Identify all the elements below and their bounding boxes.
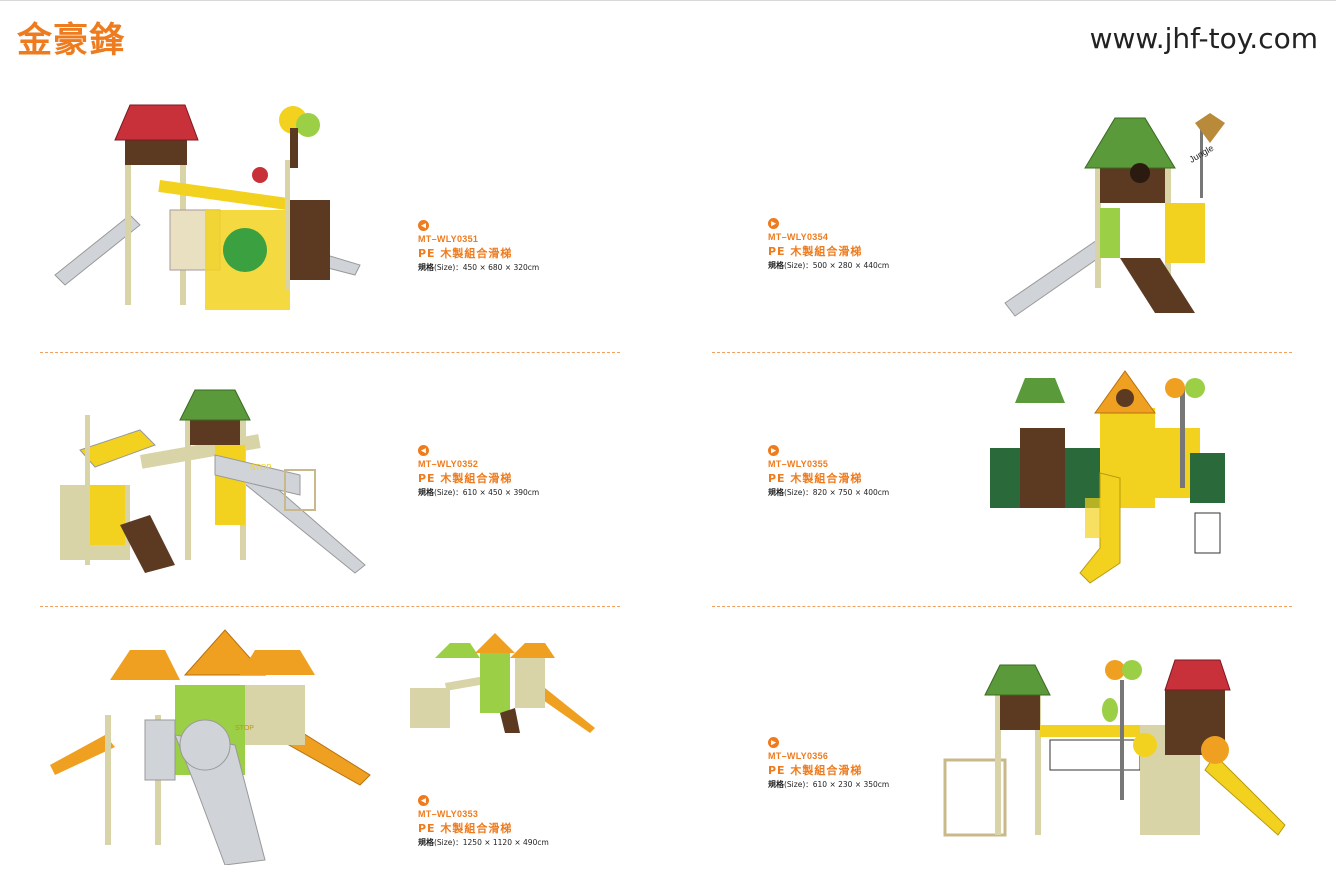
product-label-0356: ▸ MT–WLY0356 PE 木製組合滑梯 規格(Size)：610 × 23…: [768, 737, 889, 790]
row-divider: [712, 352, 1292, 353]
product-image-0356: [943, 659, 1286, 837]
product-label-0352: ◂ MT–WLY0352 PE 木製組合滑梯 規格(Size)：610 × 45…: [418, 445, 539, 498]
product-image-0352: STOP: [60, 389, 366, 574]
product-code: MT–WLY0355: [768, 459, 829, 469]
arrow-left-icon: ◂: [418, 220, 429, 231]
brand-logo: 金豪鋒: [17, 21, 126, 61]
product-image-0355: [990, 370, 1225, 584]
product-title: PE 木製組合滑梯: [768, 472, 863, 485]
top-border: [0, 0, 1336, 1]
product-title: PE 木製組合滑梯: [768, 764, 863, 777]
product-label-0353: ◂ MT–WLY0353 PE 木製組合滑梯 規格(Size)：1250 × 1…: [418, 795, 549, 848]
product-label-0354: ▸ MT–WLY0354 PE 木製組合滑梯 規格(Size)：500 × 28…: [768, 218, 889, 271]
product-size: 規格(Size)：610 × 450 × 390cm: [418, 488, 540, 497]
arrow-right-icon: ▸: [768, 445, 779, 456]
arrow-left-icon: ◂: [418, 445, 429, 456]
product-label-0355: ▸ MT–WLY0355 PE 木製組合滑梯 規格(Size)：820 × 75…: [768, 445, 889, 498]
row-divider: [712, 606, 1292, 607]
product-title: PE 木製組合滑梯: [418, 822, 513, 835]
product-title: PE 木製組合滑梯: [418, 472, 513, 485]
product-image-0351: [54, 104, 361, 310]
row-divider: [40, 606, 620, 607]
product-size: 規格(Size)：500 × 280 × 440cm: [768, 261, 890, 270]
stop-sign: STOP: [250, 463, 272, 472]
product-title: PE 木製組合滑梯: [768, 245, 863, 258]
product-size: 規格(Size)：820 × 750 × 400cm: [768, 488, 890, 497]
arrow-right-icon: ▸: [768, 218, 779, 229]
product-code: MT–WLY0354: [768, 232, 829, 242]
product-size: 規格(Size)：1250 × 1120 × 490cm: [418, 838, 549, 847]
product-code: MT–WLY0353: [418, 809, 479, 819]
stop-sign: STOP: [235, 725, 254, 732]
product-image-0353: STOP: [50, 629, 371, 865]
product-code: MT–WLY0356: [768, 751, 829, 761]
row-divider: [40, 352, 620, 353]
arrow-left-icon: ◂: [418, 795, 429, 806]
product-image-0353-alt: [410, 633, 595, 733]
arrow-right-icon: ▸: [768, 737, 779, 748]
product-code: MT–WLY0351: [418, 234, 479, 244]
product-label-0351: ◂ MT–WLY0351 PE 木製組合滑梯 規格(Size)：450 × 68…: [418, 220, 539, 273]
product-title: PE 木製組合滑梯: [418, 247, 513, 260]
product-code: MT–WLY0352: [418, 459, 479, 469]
product-size: 規格(Size)：450 × 680 × 320cm: [418, 263, 540, 272]
website-url[interactable]: www.jhf-toy.com: [1089, 22, 1318, 55]
product-size: 規格(Size)：610 × 230 × 350cm: [768, 780, 890, 789]
product-image-0354: Jungle: [1004, 113, 1225, 317]
